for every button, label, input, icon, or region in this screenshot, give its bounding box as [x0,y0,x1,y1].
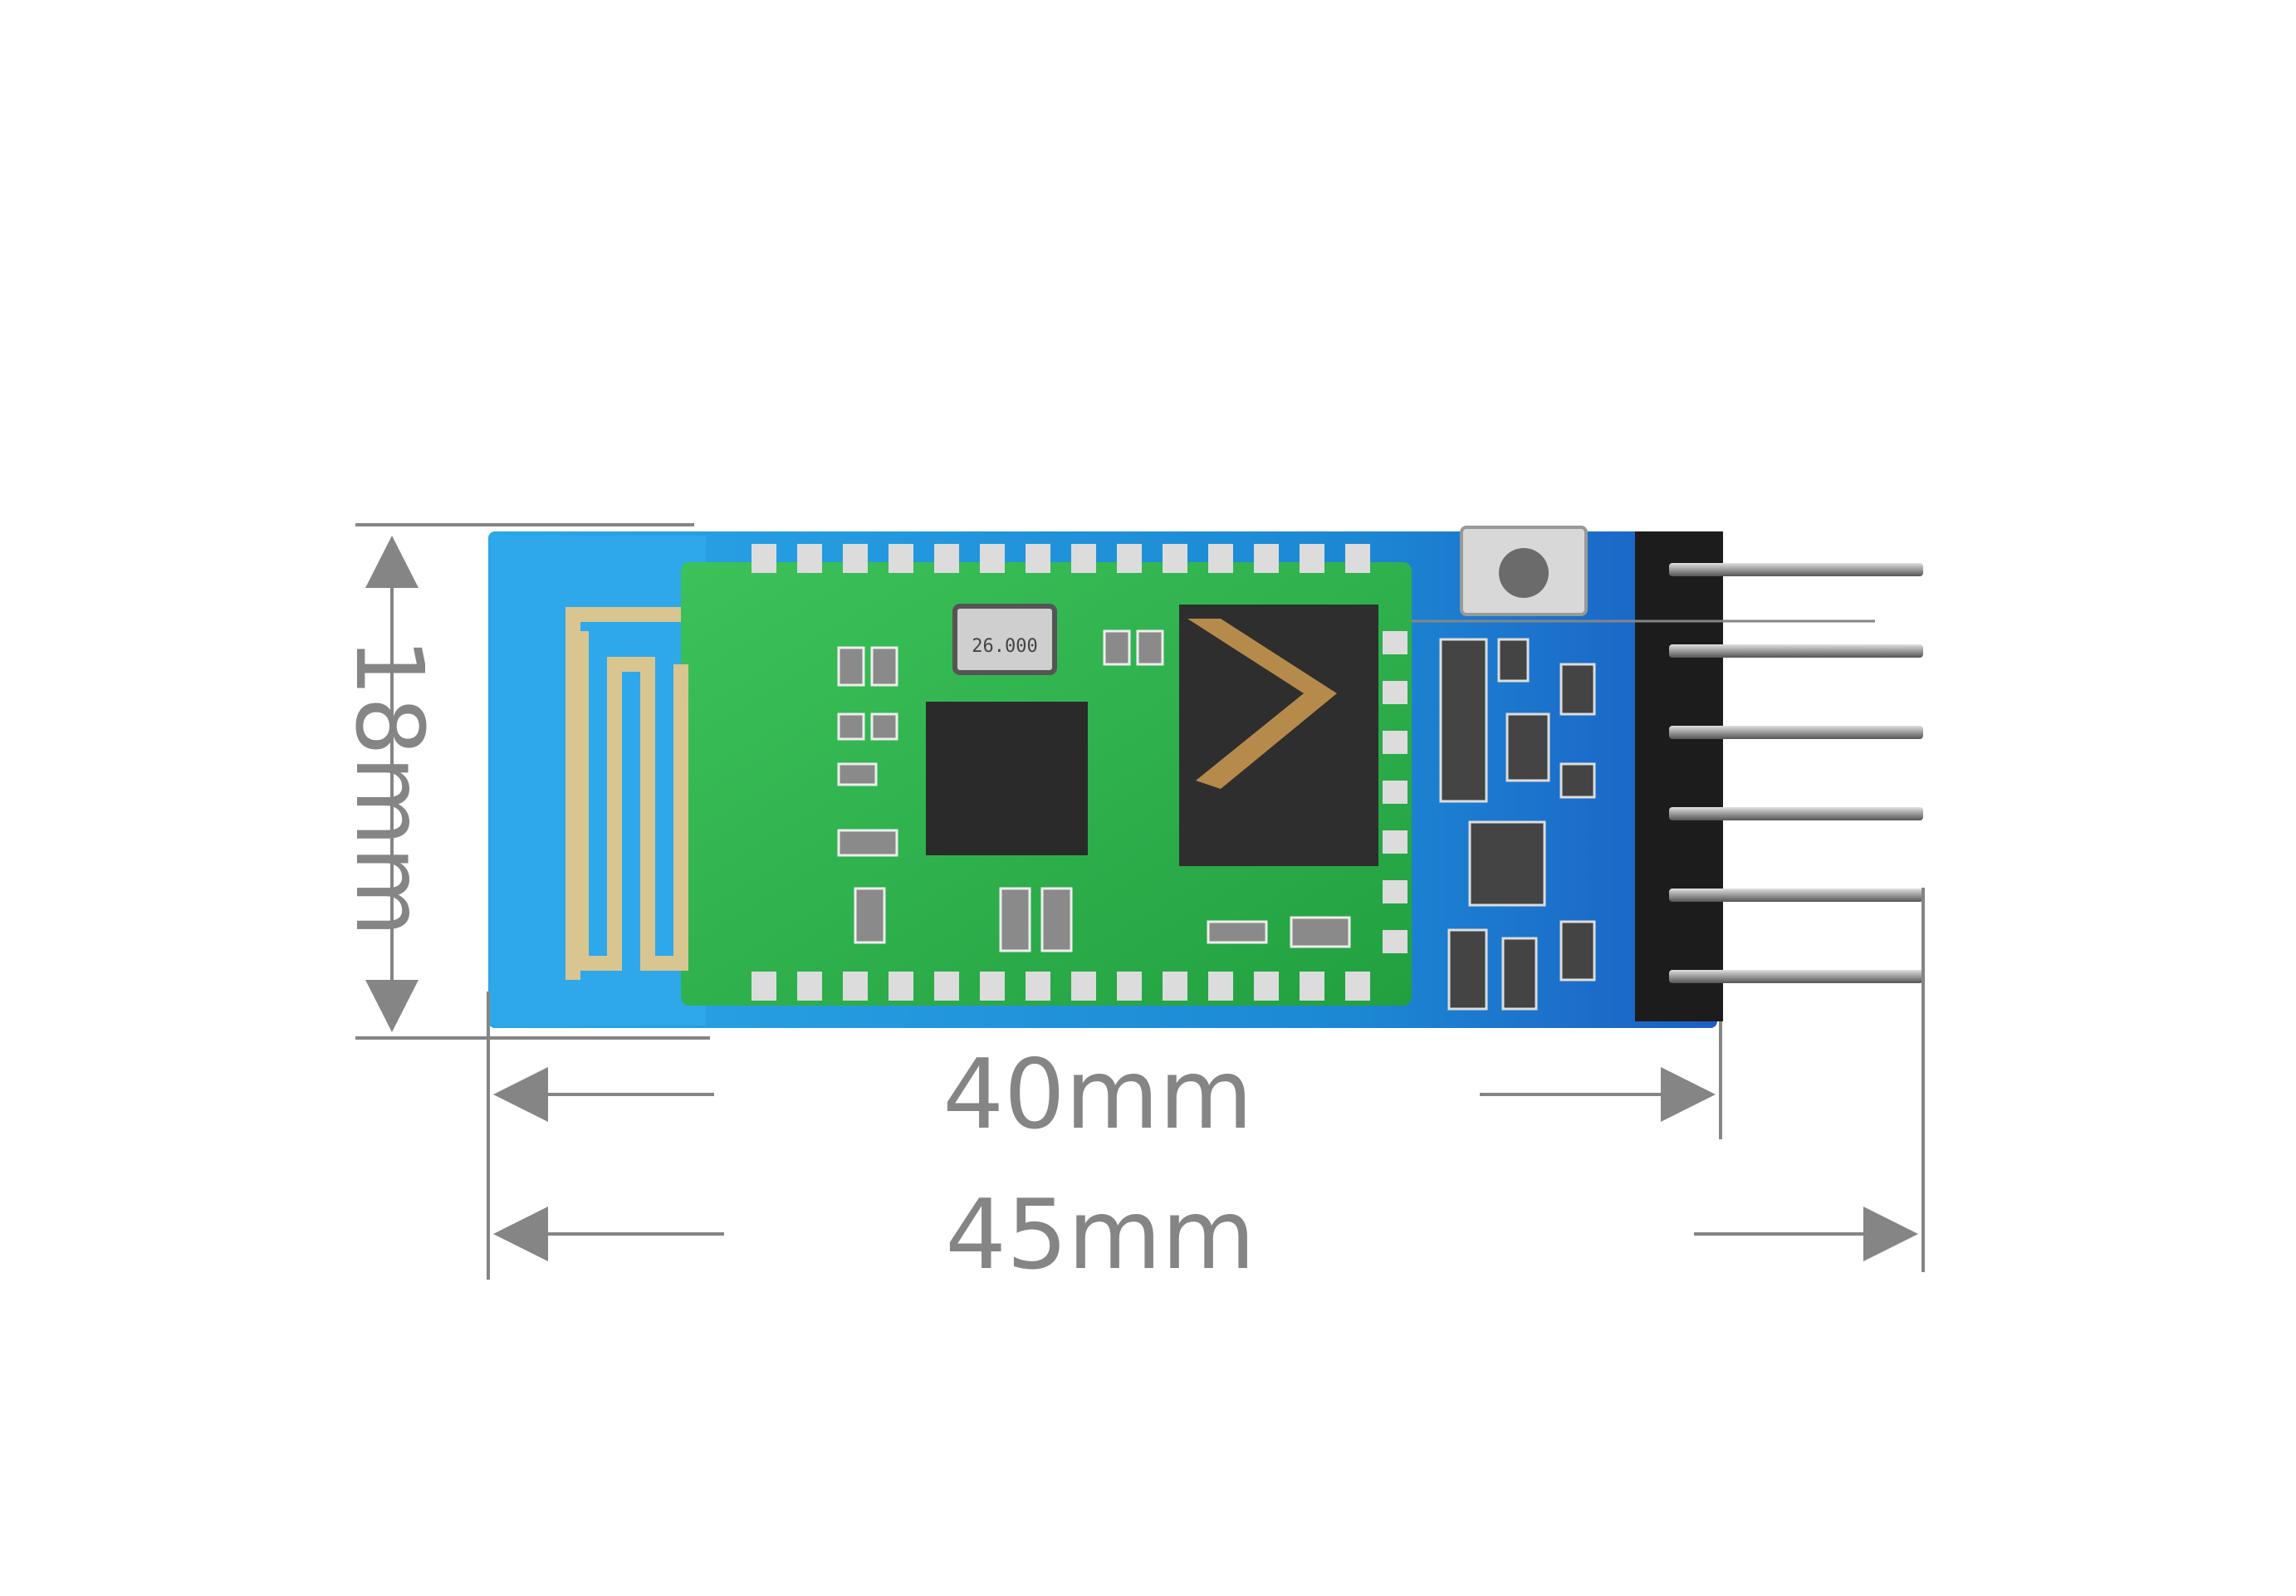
arrow-left-icon [493,1207,548,1261]
arrow-right-icon [1863,1207,1918,1261]
pin-header [1635,531,1723,1021]
pin-3 [1669,726,1923,739]
pads-bottom [751,972,1370,1001]
bluetooth-module-board: 26.000 [488,526,1923,1028]
crystal-label: 26.000 [972,636,1037,657]
reset-button-cap [1499,548,1549,598]
pin-1 [1669,563,1923,576]
arrow-down-icon [365,980,419,1032]
pads-top [751,544,1370,573]
smd-components [837,629,1351,952]
pin-6 [1669,970,1923,983]
board-length-label: 40mm [942,1039,1253,1151]
chip-logo [1187,619,1337,789]
height-label: 18mm [335,638,443,938]
pads-right [1383,631,1407,953]
dimension-lines [355,523,1925,1280]
pin-5 [1669,889,1923,902]
arrow-right-icon [1661,1067,1716,1122]
dimension-arrows [365,536,1918,1261]
pin-4 [1669,807,1923,820]
total-length-label: 45mm [945,1179,1256,1291]
antenna-trace [565,607,688,980]
header-pins [1669,563,1923,983]
arrow-up-icon [365,536,419,588]
bluetooth-chip [926,702,1088,855]
pin-2 [1669,644,1923,658]
arrow-left-icon [493,1067,548,1122]
backplate-components [1439,638,1596,1011]
crystal [952,604,1057,675]
